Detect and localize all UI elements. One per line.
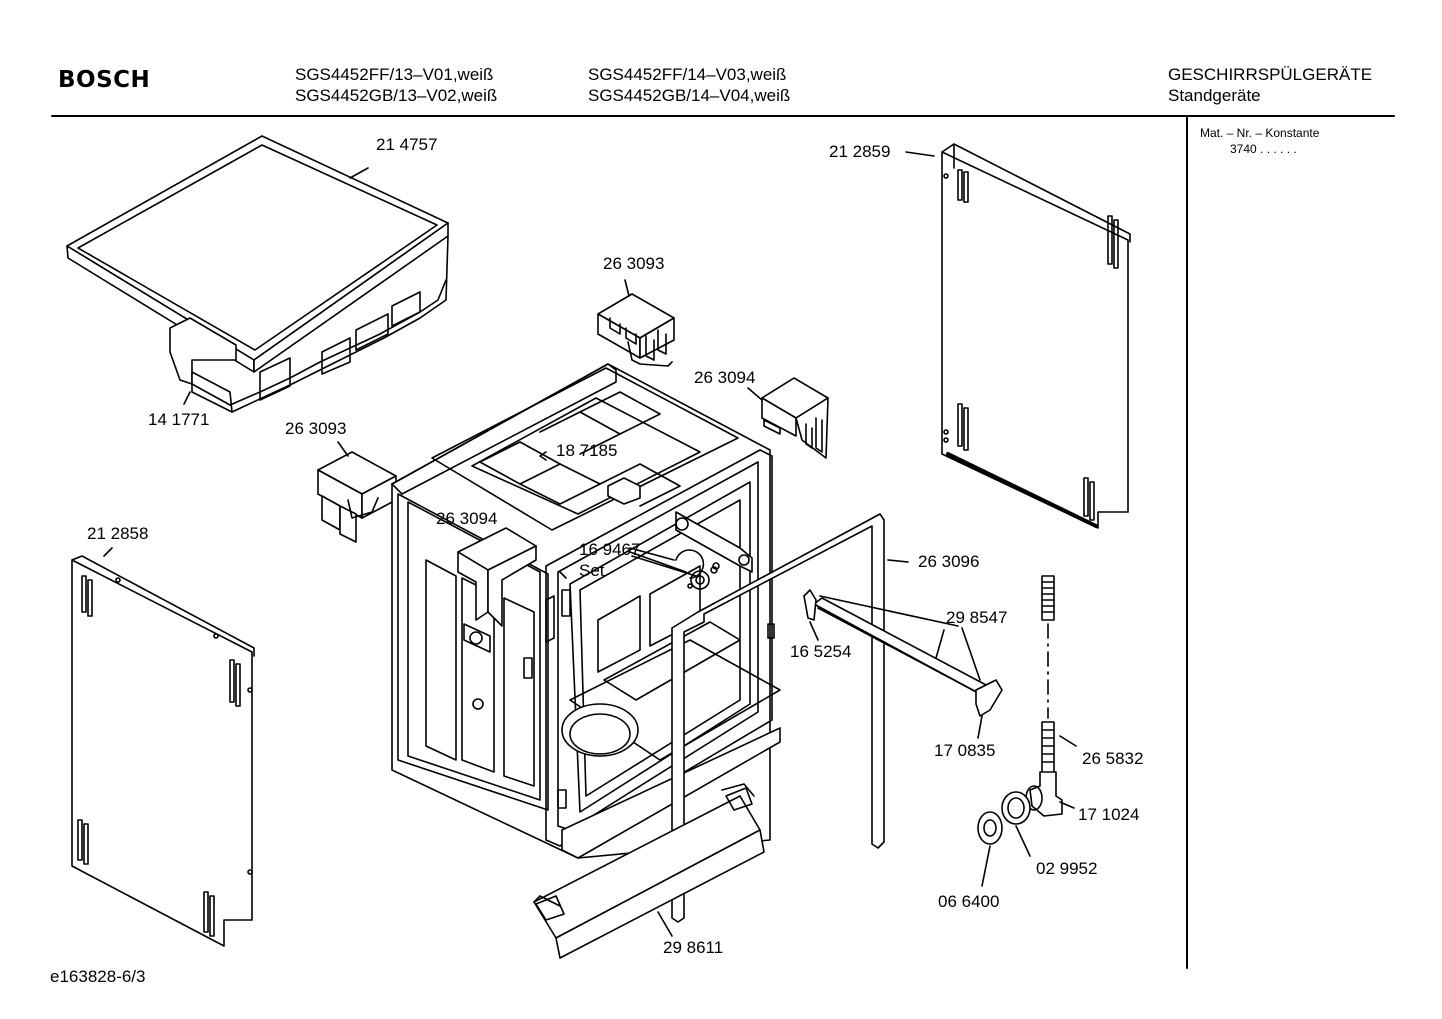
- part-label: 06 6400: [938, 892, 1000, 911]
- part-label: Set: [579, 561, 605, 580]
- clip-263094-right: [748, 378, 828, 458]
- part-label: 21 2859: [829, 142, 891, 161]
- part-label: 26 3093: [285, 419, 347, 438]
- part-label: 14 1771: [148, 410, 210, 429]
- material-constant-heading: Mat. – Nr. – Konstante: [1200, 126, 1320, 140]
- part-label: 26 3096: [918, 552, 980, 571]
- part-label: 26 5832: [1082, 749, 1144, 768]
- part-label: 02 9952: [1036, 859, 1098, 878]
- part-label: 16 5254: [790, 642, 852, 661]
- worktop-part: [67, 136, 448, 412]
- part-label: 17 1024: [1078, 805, 1140, 824]
- kick-plate: [534, 784, 764, 958]
- part-label: 26 3094: [436, 509, 498, 528]
- part-label: 21 4757: [376, 135, 438, 154]
- drain-hose: [1042, 576, 1076, 774]
- category-subtitle: Standgeräte: [1168, 86, 1261, 105]
- tub-body: [392, 364, 780, 858]
- part-label: 29 8547: [946, 608, 1008, 627]
- part-label: 21 2858: [87, 524, 149, 543]
- part-label: 26 3093: [603, 254, 665, 273]
- model-number: SGS4452FF/13–V01,weiß: [295, 65, 494, 84]
- model-number: SGS4452GB/14–V04,weiß: [588, 86, 791, 105]
- model-number: SGS4452GB/13–V02,weiß: [295, 86, 498, 105]
- part-label: 16 9467: [579, 540, 641, 559]
- part-label: 29 8611: [663, 938, 724, 957]
- hinge-bar: [804, 590, 1002, 738]
- material-constant-value: 3740 . . . . . .: [1230, 142, 1297, 156]
- part-label: 17 0835: [934, 741, 996, 760]
- brand-logo: BOSCH: [58, 67, 151, 93]
- part-label: 18 7185: [556, 441, 618, 460]
- side-panel-right: [906, 144, 1130, 528]
- model-number: SGS4452FF/14–V03,weiß: [588, 65, 787, 84]
- fitting-and-rings: [978, 772, 1074, 886]
- door-seal: [672, 514, 908, 922]
- drawing-code: e163828-6/3: [50, 967, 146, 986]
- category-title: GESCHIRRSPÜLGERÄTE: [1168, 65, 1373, 84]
- clip-263093-left: [318, 442, 396, 542]
- side-panel-left: [72, 548, 254, 946]
- clip-263093-top: [598, 280, 674, 366]
- part-label: 26 3094: [694, 368, 756, 387]
